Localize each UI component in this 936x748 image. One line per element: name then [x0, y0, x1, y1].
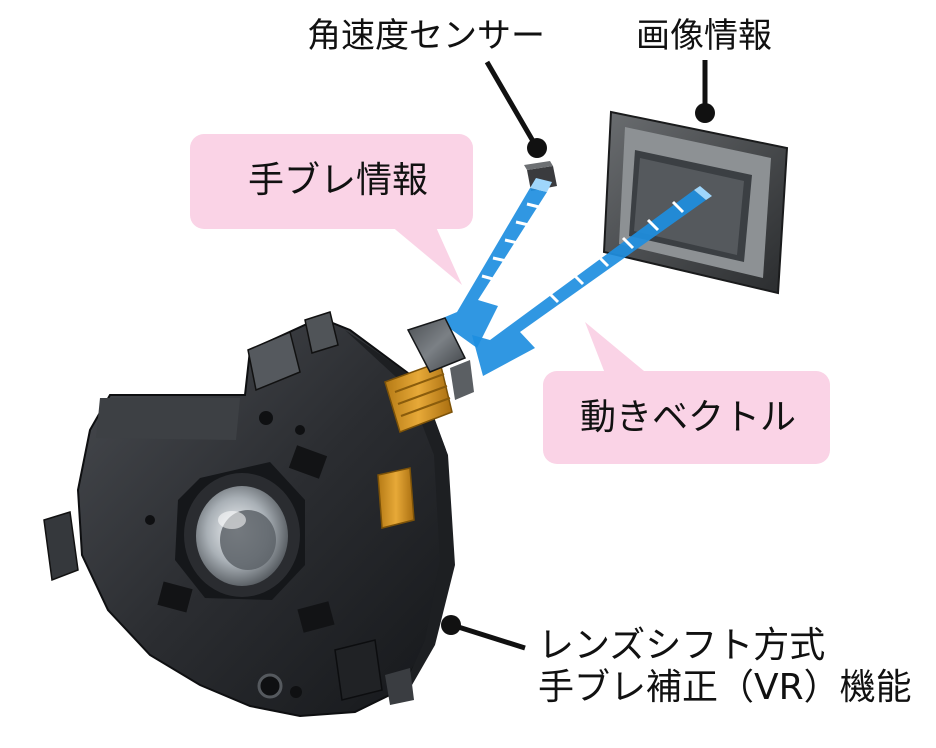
label-image-info: 画像情報: [636, 16, 772, 56]
label-vr-line2: 手ブレ補正（VR）機能: [538, 667, 912, 708]
lens-element: [175, 462, 305, 600]
flex-cable: [377, 317, 474, 529]
shake-info-arrow: [438, 178, 552, 348]
label-motion-vector: 動きベクトル: [580, 397, 797, 438]
bubble-motion-vector: [543, 322, 830, 464]
leader-dots: [441, 103, 715, 635]
motion-vector-arrow: [472, 186, 712, 376]
label-shake-info: 手ブレ情報: [248, 160, 429, 201]
bubble-shake-info: [190, 134, 473, 285]
label-gyro-sensor: 角速度センサー: [307, 16, 545, 56]
label-vr-line1: レンズシフト方式: [538, 625, 826, 666]
